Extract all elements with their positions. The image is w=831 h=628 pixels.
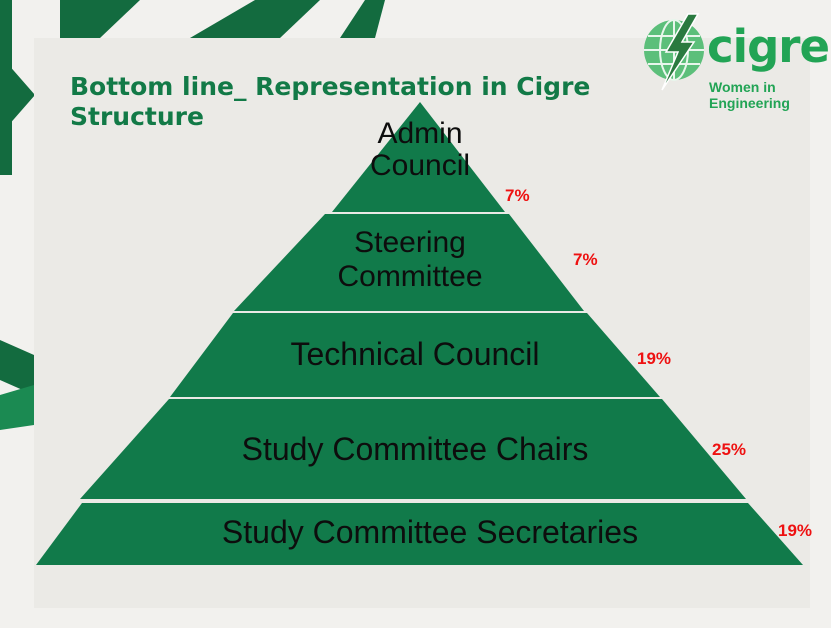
tier-label-study-committee-secretaries: Study Committee Secretaries: [221, 514, 639, 550]
percent-study-committee-chairs: 25%: [712, 440, 747, 459]
title-line-2: Structure: [70, 102, 204, 131]
slide-title: Bottom line_ Representation in Cigre Str…: [70, 72, 670, 132]
tier-label-steering-committee: Steering Committee: [270, 226, 550, 294]
tier-label-study-committee-chairs: Study Committee Chairs: [241, 431, 589, 467]
tier-label-admin-council: Admin Council: [320, 118, 520, 182]
percent-steering-committee: 7%: [573, 250, 598, 269]
globe-bolt-icon: [644, 13, 704, 91]
tier-label-line: Steering: [354, 226, 466, 259]
title-line-1: Bottom line_ Representation in Cigre: [70, 72, 591, 101]
frame-left-shape-2: [0, 385, 34, 430]
pyramid-tier-3: [170, 313, 660, 397]
frame-left-shape-1: [0, 340, 34, 395]
frame-chevron-icon: [0, 55, 35, 135]
percent-technical-council: 19%: [637, 349, 672, 368]
pyramid-tier-4: [80, 399, 746, 499]
frame-top-shape-2: [190, 0, 320, 38]
pyramid-tier-1: [332, 102, 505, 212]
tier-label-line: Admin: [377, 117, 463, 150]
tier-label-line: Committee: [337, 260, 483, 293]
tier-label-technical-council: Technical Council: [290, 336, 540, 372]
pyramid-tier-5: [36, 503, 803, 565]
logo-subtitle: Women in Engineering: [709, 79, 829, 111]
percent-study-committee-secretaries: 19%: [778, 521, 813, 540]
logo-wordmark: cigre: [707, 20, 830, 73]
percent-admin-council: 7%: [505, 186, 530, 205]
frame-top-shape-1: [60, 0, 140, 38]
frame-top-shape-3: [340, 0, 385, 38]
pyramid-tier-2: [234, 214, 584, 311]
tier-label-line: Council: [369, 149, 471, 182]
logo-subtitle-line-1: Women in: [709, 79, 776, 95]
logo-subtitle-line-2: Engineering: [709, 95, 790, 111]
